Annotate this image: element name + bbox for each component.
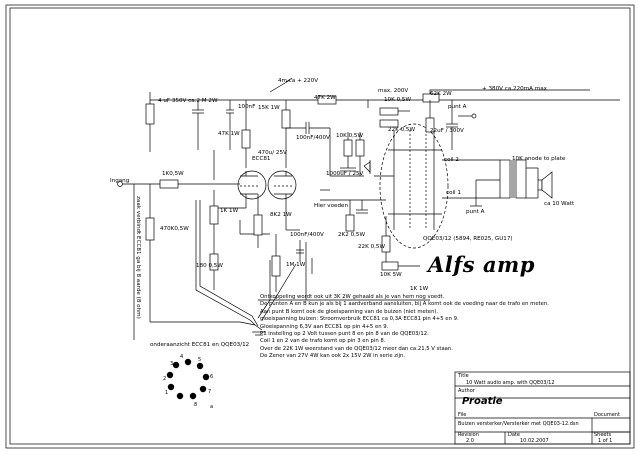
date-label: Date bbox=[508, 432, 520, 438]
author-value: Proatie bbox=[462, 396, 503, 407]
coil-2-label: coil 2 bbox=[444, 157, 459, 163]
resistor-label-22k-b: 22K 0,5W bbox=[358, 244, 385, 250]
side-note-vertical: zaak verbindt ECC81 ga bij 8 aarde (8 oh… bbox=[135, 196, 141, 319]
pin-label: 3 bbox=[170, 361, 174, 367]
pin-label: 4 bbox=[180, 354, 184, 360]
note-line: Coil 1 en 2 van de trafo komt op pin 3 e… bbox=[260, 338, 386, 345]
rail-label-220: 4m ca + 220V bbox=[278, 78, 319, 84]
cap-label-1000u: 1000uF / 25V bbox=[326, 171, 364, 177]
file-value: Buizen versterker/Versterker met QQE03-1… bbox=[458, 421, 579, 427]
resistor-label-10k: 10K 0,5W bbox=[384, 97, 411, 103]
resistor-label-grid: 1K0,5W bbox=[162, 171, 184, 177]
pin-label: 2 bbox=[163, 376, 167, 382]
resistor-label-22k: 22K 0,5W bbox=[388, 127, 415, 133]
cap-label-22u: 22uF / 300V bbox=[430, 128, 464, 134]
resistor-label-10k-vr: 10K 0,5W bbox=[336, 133, 363, 139]
title-block-frame bbox=[454, 371, 631, 445]
sheets-label: Sheets bbox=[594, 432, 612, 438]
pin-label: 5 bbox=[198, 357, 202, 363]
pin-label: a bbox=[210, 404, 214, 410]
resistor-label-2k2: 2K2 0,5W bbox=[338, 232, 365, 238]
note-line: De Zener van 27V 4W kan ook 2x 15V 2W in… bbox=[260, 353, 406, 360]
tube-label-qqe: QQE03/12 (5894, RE025, GU17) bbox=[423, 236, 513, 242]
sheet-border bbox=[5, 4, 635, 449]
punt-a-label-bottom: punt A bbox=[466, 209, 485, 215]
cap-label-elko: 4 uF 350V ca.2 M 2W bbox=[158, 98, 218, 104]
date-value: 10.02.2007 bbox=[520, 438, 549, 444]
resistor-label-62k: 62K 2W bbox=[430, 91, 452, 97]
cap-label-100n: 100nF bbox=[238, 104, 256, 110]
ecc81-tube-1 bbox=[237, 170, 267, 200]
sheets-value: 1 of 1 bbox=[598, 438, 613, 444]
resistor-label-1m: 1M 1W bbox=[286, 262, 306, 268]
cap-label-100n400: 100nF/400V bbox=[296, 135, 330, 141]
resistor-label-anode2: 15K 1W bbox=[258, 105, 280, 111]
title-label: Title bbox=[458, 373, 469, 379]
punt-a-label-top: punt A bbox=[448, 104, 467, 110]
speaker-label: ca 10 Watt bbox=[544, 201, 575, 207]
transformer-label: 10K anode to plate bbox=[512, 156, 566, 162]
resistor-label-8k2: 8K2 1W bbox=[270, 212, 292, 218]
heater-feed-label: Hier voeden bbox=[314, 203, 348, 209]
tube-label-ecc81: ECC81 bbox=[252, 156, 271, 162]
note-line: Ontkoppeling wordt ook uit 3K 2W gehaald… bbox=[260, 294, 445, 300]
resistor-label-1k: 1K 1W bbox=[220, 208, 239, 214]
notes-block: Ontkoppeling wordt ook uit 3K 2W gehaald… bbox=[260, 294, 549, 361]
pin-label: 7 bbox=[208, 389, 212, 395]
revision-label: Revision bbox=[458, 432, 479, 438]
socket-pin-diagram bbox=[166, 358, 210, 400]
author-label: Author bbox=[458, 388, 475, 394]
qqe0312-tube bbox=[379, 123, 449, 249]
document-label: Document bbox=[594, 412, 620, 418]
note-line: Over de 22K 1W weerstand van de QQE03/12… bbox=[260, 345, 453, 352]
note-line: De punten A en B kun je als bij 1 aardve… bbox=[260, 301, 549, 308]
revision-value: 2.0 bbox=[466, 438, 474, 444]
cap-label-470u: 470u/ 25V bbox=[258, 150, 287, 156]
note-line: P1 instelling op 2 Volt tussen punt 8 en… bbox=[260, 331, 429, 338]
input-label: Ingang bbox=[110, 178, 130, 184]
sheet-inner-border bbox=[9, 7, 631, 445]
rail-label-380: + 380V ca.220mA max bbox=[482, 86, 547, 92]
title-value: 10 Watt audio amp. with QQE03/12 bbox=[466, 380, 555, 386]
resistor-label-10k-5w: 10K 5W bbox=[380, 272, 402, 278]
pin-label: 1 bbox=[165, 390, 169, 396]
file-label: File bbox=[458, 412, 467, 418]
note-line: Gloeispanning 6,3V aan ECC81 op pin 4+5 … bbox=[260, 323, 389, 330]
speaker-symbol bbox=[537, 179, 543, 191]
ecc81-tube-2 bbox=[267, 170, 297, 200]
note-line: gloeispanning buizen: Stroomverbruik ECC… bbox=[260, 316, 459, 323]
cap-label-100n400-b: 100nF/400V bbox=[290, 232, 324, 238]
resistor-label-470k: 470K0,5W bbox=[160, 226, 189, 232]
resistor-label-anode1: 47K 1W bbox=[218, 131, 240, 137]
max-voltage-label: max. 200V bbox=[378, 88, 409, 94]
pin-label: 6 bbox=[210, 374, 214, 380]
resistor-label-1k-tr: 1K 1W bbox=[410, 286, 429, 292]
coil-1-label: coil 1 bbox=[446, 190, 461, 196]
resistor-label-47k2w: 47K 2W bbox=[314, 95, 336, 101]
pin-label: 8 bbox=[194, 402, 198, 408]
note-line: Aan punt B komt ook de gloeispanning van… bbox=[260, 308, 439, 315]
schematic-title-art: Alfs amp bbox=[428, 252, 535, 277]
socket-caption: onderaanzicht ECC81 en QQE03/12 bbox=[150, 342, 250, 348]
resistor-label-180: 180 0,5W bbox=[196, 263, 223, 269]
